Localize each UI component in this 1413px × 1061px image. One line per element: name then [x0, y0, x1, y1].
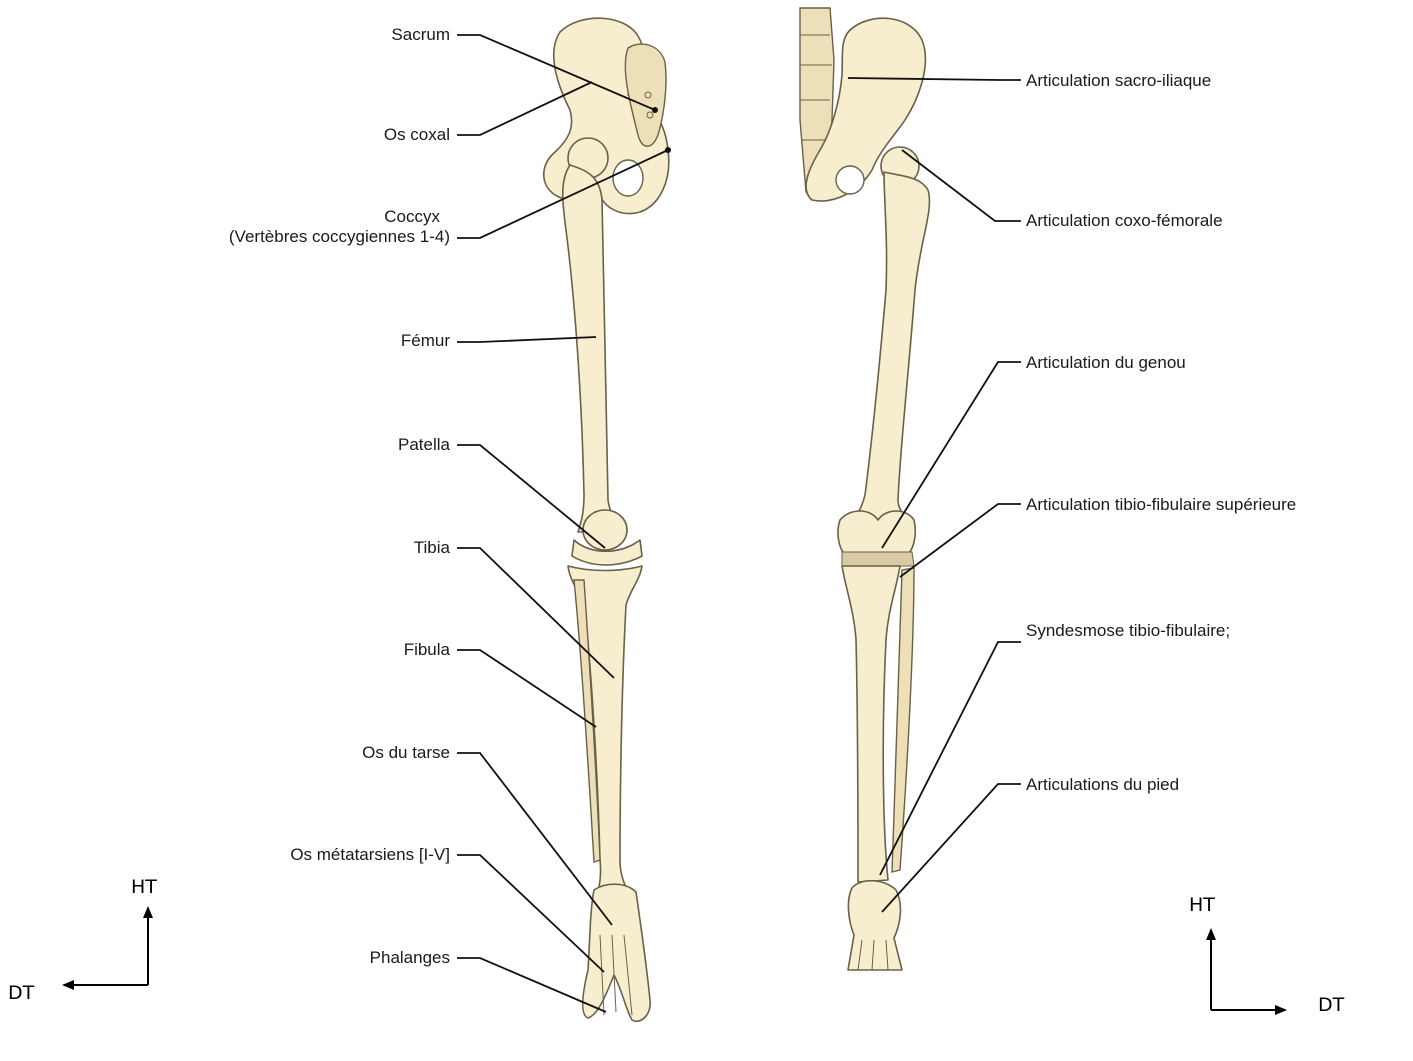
label-articulation-tibio-fibulaire-superieure: Articulation tibio-fibulaire supérieure [1026, 495, 1296, 514]
leader-fibula [457, 650, 596, 727]
fibula-posterior-shape [892, 568, 914, 872]
axis-label-ht-left: HT [131, 876, 157, 898]
axis-label-dt-right: DT [1318, 994, 1345, 1016]
leader-tibio-fibulaire-sup [900, 504, 1021, 577]
label-articulation-du-genou: Articulation du genou [1026, 353, 1186, 372]
label-articulation-sacro-iliaque: Articulation sacro-iliaque [1026, 71, 1211, 90]
label-sacrum: Sacrum [391, 25, 450, 44]
left-axis-indicator: HT DT [8, 876, 157, 1004]
label-phalanges: Phalanges [370, 948, 450, 967]
tibia-posterior-shape [842, 566, 900, 882]
femur-shape [563, 165, 622, 532]
label-fibula: Fibula [404, 640, 451, 659]
label-os-coxal: Os coxal [384, 125, 450, 144]
leader-os-metatarsiens [457, 855, 604, 972]
label-patella: Patella [398, 435, 451, 454]
right-leg-illustration [800, 8, 929, 970]
label-os-du-tarse: Os du tarse [362, 743, 450, 762]
left-leg-illustration [544, 18, 669, 1021]
right-axis-indicator: HT DT [1189, 894, 1345, 1016]
label-articulation-coxo-femorale: Articulation coxo-fémorale [1026, 211, 1223, 230]
axis-label-ht-right: HT [1189, 894, 1215, 916]
patella-shape [583, 510, 627, 550]
label-coccyx-detail: (Vertèbres coccygiennes 1-4) [229, 227, 450, 246]
label-tibia: Tibia [414, 538, 451, 557]
label-coccyx: Coccyx [384, 207, 440, 226]
leader-femur [457, 337, 596, 342]
label-syndesmose-tibio-fibulaire: Syndesmose tibio-fibulaire; [1026, 621, 1230, 640]
femur-posterior-shape [852, 172, 929, 524]
heel-shape [848, 881, 902, 970]
label-articulations-du-pied: Articulations du pied [1026, 775, 1179, 794]
foot-shape [583, 884, 650, 1021]
axis-label-dt-left: DT [8, 982, 35, 1004]
label-femur: Fémur [401, 331, 450, 350]
label-os-metatarsiens: Os métatarsiens [I-V] [290, 845, 450, 864]
